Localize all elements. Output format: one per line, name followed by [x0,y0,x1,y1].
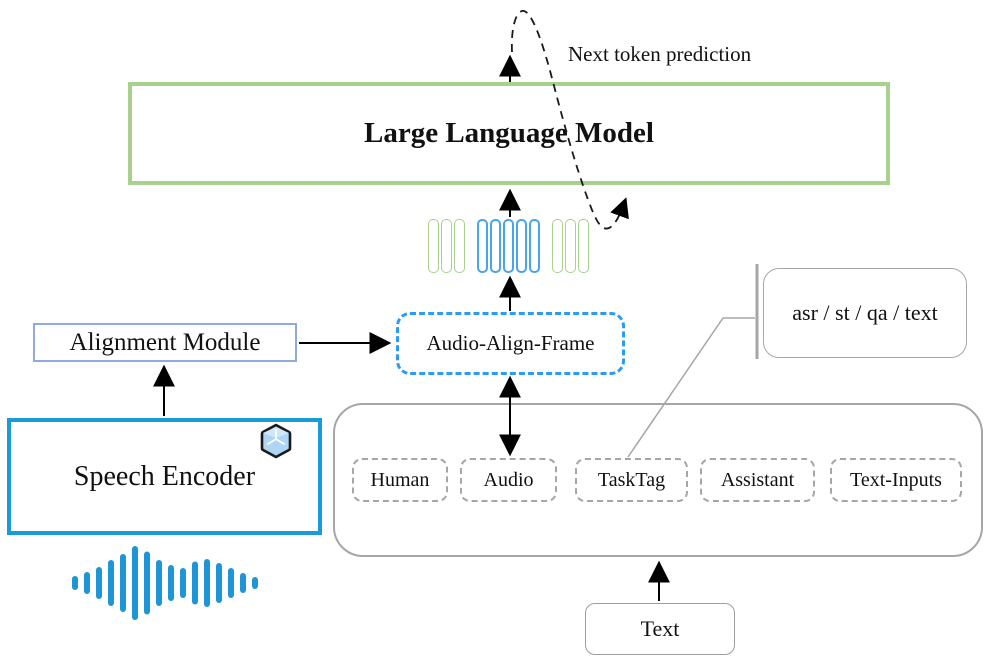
waveform-bar [252,577,258,589]
waveform-bar [180,568,186,598]
text-input-box: Text [585,603,735,655]
audio-align-frame-label: Audio-Align-Frame [426,331,595,355]
speech-encoder-label: Speech Encoder [73,460,256,492]
tasktag-options-box: asr / st / qa / text [763,268,967,358]
waveform-bar [192,561,198,605]
token-group-green [552,219,589,273]
waveform-bar [240,573,246,593]
token-bar-green [565,219,576,273]
waveform-bar [228,568,234,598]
audio-align-frame-box: Audio-Align-Frame [396,312,625,375]
assistant-label: Assistant [720,468,795,491]
llm-label: Large Language Model [364,117,654,149]
sequence-item-assistant: Assistant [700,458,815,502]
audio-label: Audio [483,468,534,491]
token-bar-green [441,219,452,273]
waveform-bar [108,560,114,606]
waveform-bars [72,546,258,620]
sequence-item-human: Human [352,458,448,502]
token-bar-blue [503,219,514,273]
tasktag-label: TaskTag [597,468,666,491]
token-bar-blue [477,219,488,273]
waveform-bar [120,554,126,612]
llm-box: Large Language Model [128,82,890,185]
alignment-module-box: Alignment Module [33,323,297,362]
frozen-ice-cube-icon [260,423,292,459]
waveform-bar [72,576,78,590]
tasktag-options-label: asr / st / qa / text [792,300,938,325]
token-bar-blue [490,219,501,273]
text-input-label: Text [640,616,680,641]
waveform-bar [204,559,210,607]
sequence-item-audio: Audio [460,458,557,502]
token-group-blue [477,219,540,273]
token-bar-blue [516,219,527,273]
waveform-bar [132,546,138,620]
waveform-bar [84,572,90,594]
human-label: Human [370,468,430,491]
next-token-prediction-label: Next token prediction [568,42,752,66]
token-bar-green [454,219,465,273]
token-embeddings [428,219,589,273]
token-bar-blue [529,219,540,273]
token-bar-green [578,219,589,273]
text-inputs-label: Text-Inputs [850,468,942,491]
waveform-bar [216,563,222,603]
waveform-bar [156,560,162,606]
token-group-green [428,219,465,273]
ice-cube-edges [267,429,285,445]
sequence-item-text-inputs: Text-Inputs [830,458,962,502]
sequence-item-tasktag: TaskTag [575,458,688,502]
token-bar-green [428,219,439,273]
waveform-bar [144,551,150,615]
audio-waveform-icon [72,546,258,620]
token-bar-green [552,219,563,273]
waveform-bar [168,565,174,601]
alignment-module-label: Alignment Module [69,328,261,356]
waveform-bar [96,567,102,599]
